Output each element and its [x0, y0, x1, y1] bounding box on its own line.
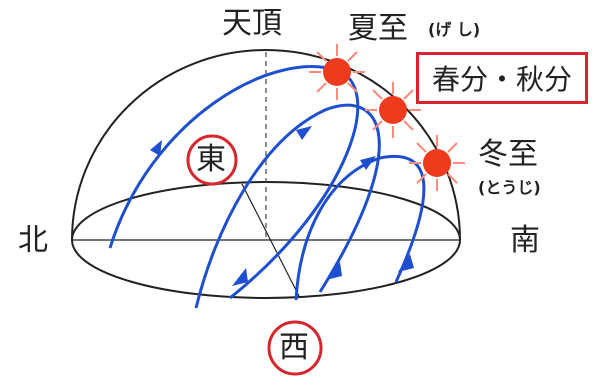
- equinox-path: [194, 103, 381, 309]
- east-circle-mark: [186, 134, 238, 186]
- east-west-axis: [241, 183, 301, 299]
- zenith-label: 天頂: [222, 6, 282, 41]
- south-label: 南: [510, 223, 540, 258]
- summer-arrow-rise: [150, 140, 162, 156]
- equinox-sun-icon: [365, 82, 421, 138]
- equinox-label: 春分・秋分: [431, 63, 572, 96]
- winter-sun-icon: [409, 135, 465, 191]
- west-label: 西: [279, 330, 309, 365]
- east-label: 東: [196, 142, 226, 177]
- equinox-label-box: 春分・秋分: [416, 52, 588, 104]
- winter-solstice-label: 冬至: [478, 137, 538, 172]
- north-label: 北: [18, 223, 48, 258]
- winter-arrow-rise: [360, 156, 376, 170]
- equinox-arrow-rise: [296, 126, 312, 140]
- summer-arrow-set: [232, 268, 248, 286]
- equinox-arrow-set: [326, 262, 342, 280]
- winter-arrow-set: [398, 254, 414, 272]
- summer-sun-icon: [309, 44, 365, 100]
- winter-solstice-path: [294, 155, 426, 301]
- summer-solstice-label: 夏至: [348, 11, 408, 46]
- winter-solstice-reading: (とうじ): [478, 178, 541, 197]
- summer-solstice-reading: (げ し): [428, 20, 481, 39]
- west-circle-mark: [267, 320, 323, 376]
